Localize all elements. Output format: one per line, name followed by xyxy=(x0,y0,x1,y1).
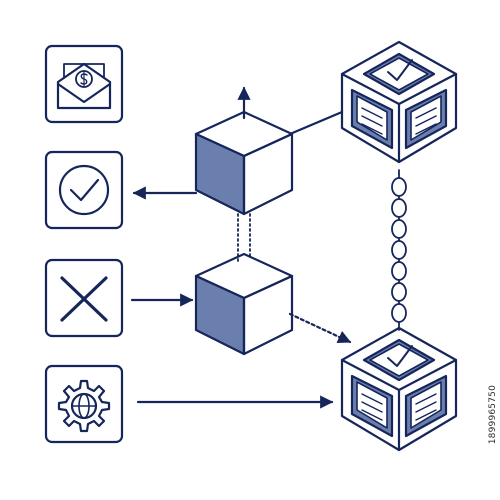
link-cube-to-box xyxy=(288,110,344,136)
chain-link xyxy=(391,169,407,331)
verified-box-bottom xyxy=(340,326,458,452)
checkmark-icon xyxy=(44,150,124,230)
verified-box-top xyxy=(340,40,458,164)
stock-id-label: 1899965750 xyxy=(488,385,498,445)
dotted-arrow-to-box xyxy=(288,312,352,344)
gear-globe-icon xyxy=(44,364,124,444)
cross-icon xyxy=(44,258,124,338)
upper-block-cube xyxy=(194,110,294,216)
envelope-dollar-icon xyxy=(44,44,124,124)
lower-block-cube xyxy=(194,252,294,356)
